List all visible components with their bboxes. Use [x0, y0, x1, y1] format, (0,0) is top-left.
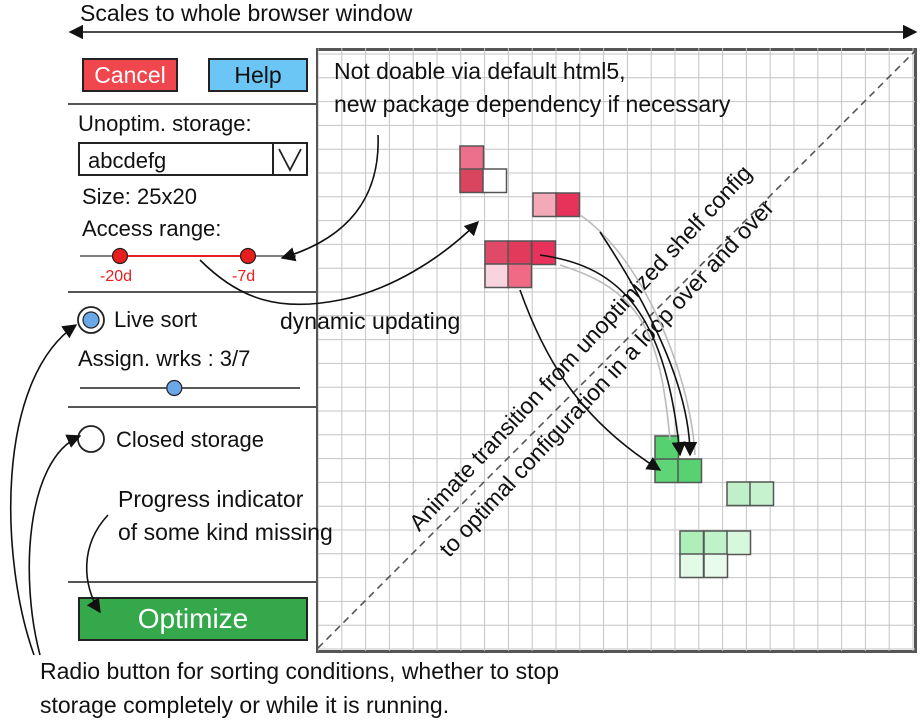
- dynamic-updating-arrow: [199, 220, 480, 306]
- cancel-button[interactable]: Cancel: [82, 58, 178, 92]
- chevron-down-icon[interactable]: [272, 144, 306, 174]
- shelf-cell: [749, 481, 775, 507]
- optimize-button[interactable]: Optimize: [78, 597, 308, 641]
- live-sort-radio[interactable]: [76, 305, 106, 335]
- range-max-handle: [239, 247, 257, 265]
- annotation-progress-line2: of some kind missing: [118, 519, 333, 545]
- unoptimized-shelves: [459, 145, 581, 289]
- range-max-label: -7d: [232, 268, 256, 285]
- divider: [68, 291, 318, 293]
- progress-arrow: [85, 514, 109, 614]
- storage-grid: [318, 48, 916, 651]
- annotation-radio-line2: storage completely or while it is runnin…: [40, 692, 450, 718]
- diagonal-divider: [318, 50, 916, 649]
- storage-select-value: abcdefg: [88, 148, 167, 173]
- shelf-cell: [555, 192, 581, 218]
- annotation-not-doable-line1: Not doable via default html5,: [334, 58, 626, 84]
- shelf-cell: [482, 168, 508, 194]
- header-annotation: Scales to whole browser window: [80, 0, 413, 26]
- radio-arrow-live-sort: [9, 324, 78, 656]
- control-sidebar: Cancel Help Unoptim. storage: abcdefg Si…: [68, 48, 318, 653]
- transition-arrow-2: [519, 289, 662, 471]
- assign-workers-label: Assign. wrks : 3/7: [78, 346, 251, 371]
- storage-label: Unoptim. storage:: [78, 111, 252, 136]
- annotation-radio-line1: Radio button for sorting conditions, whe…: [40, 658, 560, 684]
- shelf-cell: [703, 553, 729, 579]
- access-range-label: Access range:: [82, 216, 222, 241]
- workers-slider[interactable]: [68, 378, 318, 402]
- shelf-cell: [677, 458, 703, 484]
- shelf-cell: [726, 530, 752, 556]
- size-text: Size: 25x20: [82, 184, 197, 209]
- shelf-cell: [531, 240, 557, 266]
- annotation-dynamic-updating: dynamic updating: [280, 308, 461, 334]
- divider: [68, 103, 318, 105]
- live-sort-label: Live sort: [114, 307, 198, 332]
- grid-lines: [318, 48, 915, 651]
- help-button[interactable]: Help: [208, 58, 308, 92]
- transition-path-1: [579, 214, 696, 456]
- divider: [68, 581, 318, 583]
- optimized-shelves: [654, 435, 775, 579]
- range-min-handle: [111, 247, 129, 265]
- divider: [68, 406, 318, 408]
- workers-slider-handle: [166, 379, 183, 397]
- access-range-slider[interactable]: [68, 244, 318, 274]
- range-min-label: -20d: [100, 268, 133, 285]
- annotation-progress-line1: Progress indicator: [118, 486, 304, 512]
- annotation-not-doable-line2: new package dependency if necessary: [334, 91, 731, 117]
- closed-storage-label: Closed storage: [116, 427, 264, 452]
- shelf-cell: [507, 263, 533, 289]
- transition-path-2: [559, 264, 671, 441]
- storage-select[interactable]: abcdefg: [78, 142, 308, 176]
- not-doable-arrow: [280, 134, 379, 262]
- transition-arrow-1: [599, 231, 698, 457]
- transition-arrow-3: [539, 254, 686, 457]
- radio-arrow-closed-storage: [28, 434, 82, 656]
